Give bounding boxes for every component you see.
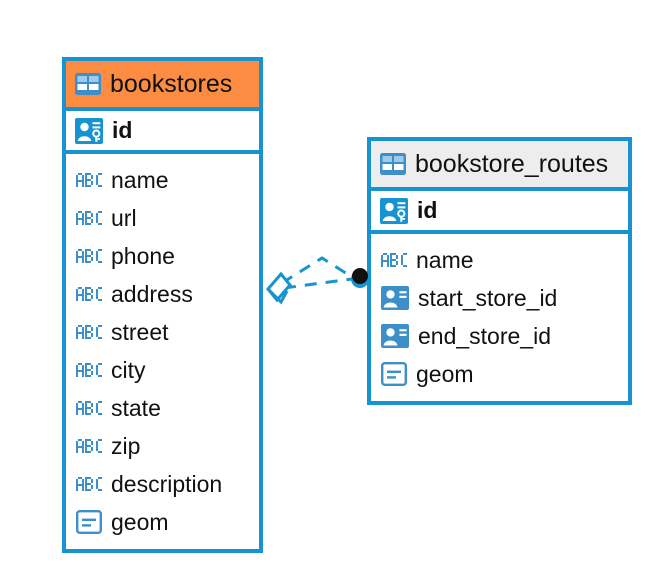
column-row-url[interactable]: url	[66, 199, 259, 237]
table-icon	[380, 153, 406, 175]
column-label: address	[111, 280, 193, 307]
entity-header-bookstore-routes[interactable]: bookstore_routes	[371, 141, 628, 187]
column-row-end-store-id[interactable]: end_store_id	[371, 317, 628, 355]
abc-icon	[76, 401, 102, 415]
column-label: url	[111, 204, 137, 231]
column-label: street	[111, 318, 169, 345]
column-label: phone	[111, 242, 175, 269]
column-label: id	[417, 197, 438, 223]
table-icon	[75, 73, 101, 95]
column-label: state	[111, 394, 161, 421]
column-label: geom	[111, 508, 169, 535]
abc-icon	[76, 287, 102, 301]
entity-title: bookstores	[110, 69, 233, 98]
abc-icon	[76, 211, 102, 225]
column-row-geom[interactable]: geom	[66, 503, 259, 541]
column-label: end_store_id	[418, 322, 551, 349]
column-label: start_store_id	[418, 284, 558, 311]
column-label: geom	[416, 360, 474, 387]
column-row-name[interactable]: name	[371, 241, 628, 279]
column-row-id[interactable]: id	[371, 187, 628, 234]
column-list: name start_store_id	[371, 234, 628, 401]
column-label: id	[112, 117, 133, 143]
column-row-phone[interactable]: phone	[66, 237, 259, 275]
column-row-start-store-id[interactable]: start_store_id	[371, 279, 628, 317]
column-row-city[interactable]: city	[66, 351, 259, 389]
primary-key-icon	[75, 117, 103, 144]
column-row-state[interactable]: state	[66, 389, 259, 427]
entity-table-bookstore-routes[interactable]: bookstore_routes id	[367, 137, 632, 405]
column-row-id[interactable]: id	[66, 107, 259, 154]
entity-table-bookstores[interactable]: bookstores id	[62, 57, 263, 553]
geometry-icon	[76, 510, 102, 534]
column-row-address[interactable]: address	[66, 275, 259, 313]
abc-icon	[76, 363, 102, 377]
relationship-source-diamond	[266, 271, 292, 305]
column-row-description[interactable]: description	[66, 465, 259, 503]
foreign-key-icon	[381, 286, 409, 310]
column-row-zip[interactable]: zip	[66, 427, 259, 465]
foreign-key-icon	[381, 324, 409, 348]
column-label: name	[111, 166, 169, 193]
column-label: zip	[111, 432, 141, 459]
abc-icon	[76, 173, 102, 187]
entity-header-bookstores[interactable]: bookstores	[66, 61, 259, 107]
entity-title: bookstore_routes	[415, 149, 609, 178]
column-row-name[interactable]: name	[66, 161, 259, 199]
column-label: description	[111, 470, 223, 497]
primary-key-icon	[380, 197, 408, 224]
geometry-icon	[381, 362, 407, 386]
column-label: city	[111, 356, 146, 383]
abc-icon	[76, 439, 102, 453]
abc-icon	[381, 253, 407, 267]
abc-icon	[76, 325, 102, 339]
column-row-street[interactable]: street	[66, 313, 259, 351]
column-label: name	[416, 246, 474, 273]
abc-icon	[76, 249, 102, 263]
relationship-edge-lower	[283, 277, 353, 290]
column-row-geom[interactable]: geom	[371, 355, 628, 393]
column-list: name u	[66, 154, 259, 549]
relationship-edge-upper	[281, 256, 353, 285]
abc-icon	[76, 477, 102, 491]
